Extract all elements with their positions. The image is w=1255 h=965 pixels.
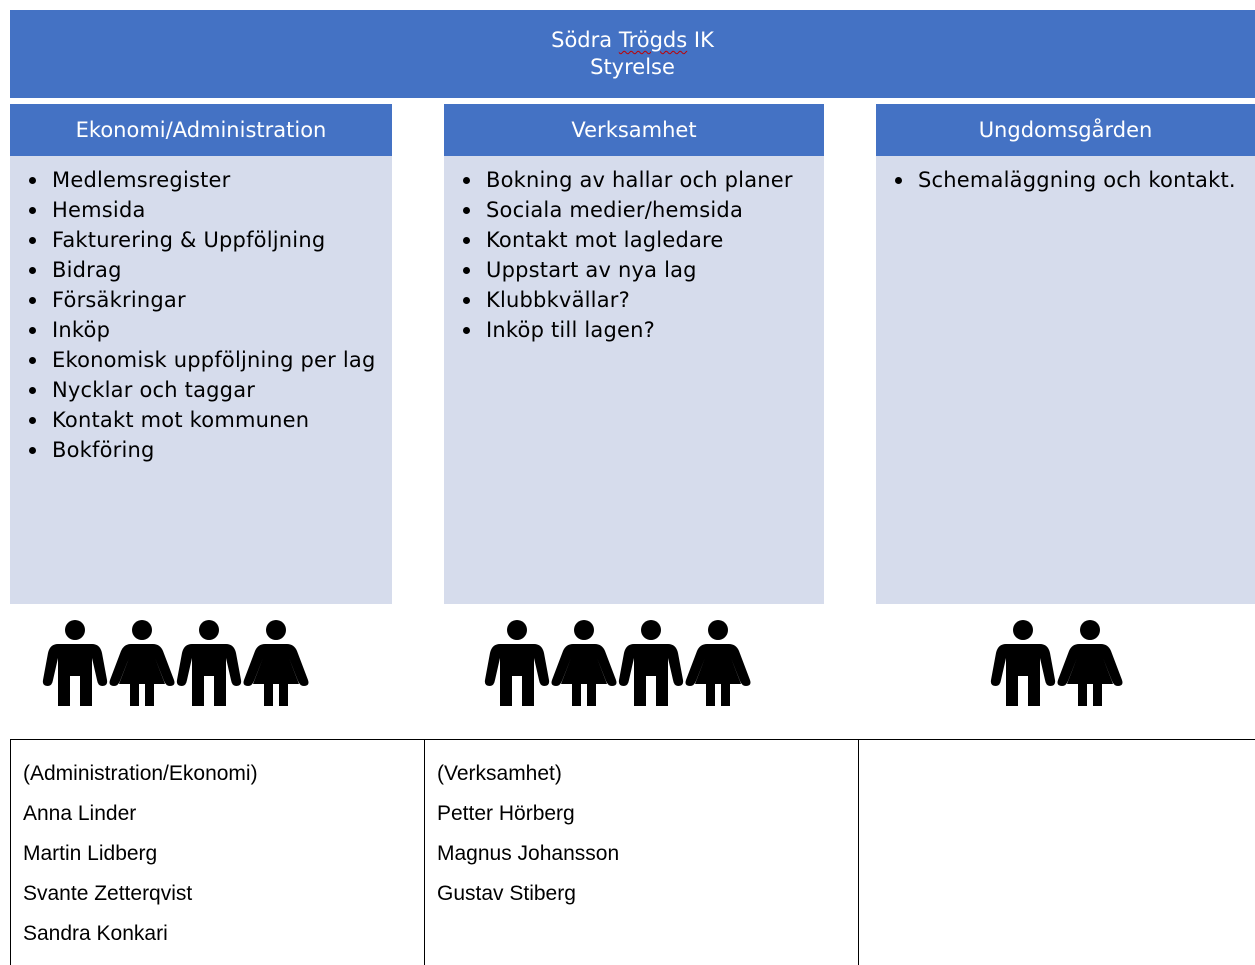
man-icon [990,620,1056,708]
people-group-ungdomsgarden [990,620,1123,708]
member-name: Svante Zetterqvist [23,882,193,905]
club-suffix: IK [693,28,714,52]
list-item: Medlemsregister [10,167,382,193]
task-list: Schemaläggning och kontakt. [876,167,1245,193]
people-group-ekonomi [42,620,309,708]
woman-icon [109,620,175,708]
list-item: Hemsida [10,197,382,223]
member-name: Gustav Stiberg [437,882,576,905]
list-item: Bidrag [10,257,382,283]
member-name: Anna Linder [23,802,137,825]
list-item: Schemaläggning och kontakt. [876,167,1245,193]
list-item: Inköp till lagen? [444,317,814,343]
column-body-ungdomsgarden: Schemaläggning och kontakt. [876,156,1255,604]
list-item: Sociala medier/hemsida [444,197,814,223]
list-item: Ekonomisk uppföljning per lag [10,347,382,373]
member-name: Sandra Konkari [23,922,168,945]
man-icon [176,620,242,708]
list-item: Kontakt mot lagledare [444,227,814,253]
column-header-ungdomsgarden: Ungdomsgården [876,104,1255,156]
board-subtitle: Styrelse [590,55,675,79]
list-item: Klubbkvällar? [444,287,814,313]
board-title: Södra Trögds IK [10,27,1255,54]
list-item: Fakturering & Uppföljning [10,227,382,253]
member-name: Martin Lidberg [23,842,158,865]
list-item: Kontakt mot kommunen [10,407,382,433]
woman-icon [551,620,617,708]
man-icon [484,620,550,708]
people-group-verksamhet [484,620,751,708]
list-item: Försäkringar [10,287,382,313]
list-item: Inköp [10,317,382,343]
members-heading: (Verksamhet) [437,762,562,785]
connector-gap [10,98,163,104]
club-name-misspelled: Trögds [618,28,688,52]
man-icon [42,620,108,708]
column-header-verksamhet: Verksamhet [444,104,824,156]
connector-gap [640,98,1070,104]
woman-icon [243,620,309,708]
club-name: Södra [551,28,613,52]
list-item: Bokföring [10,437,382,463]
member-name: Magnus Johansson [437,842,620,865]
connector-gap [173,98,629,104]
woman-icon [1057,620,1123,708]
member-name: Petter Hörberg [437,802,575,825]
list-item: Uppstart av nya lag [444,257,814,283]
connector-gap [1080,98,1255,104]
man-icon [618,620,684,708]
members-heading: (Administration/Ekonomi) [23,762,258,785]
woman-icon [685,620,751,708]
list-item: Nycklar och taggar [10,377,382,403]
list-item: Bokning av hallar och planer [444,167,814,193]
members-heading [871,754,1243,794]
board-box: Södra Trögds IK Styrelse [10,10,1255,98]
column-header-ekonomi: Ekonomi/Administration [10,104,392,156]
members-cell [858,739,1255,965]
